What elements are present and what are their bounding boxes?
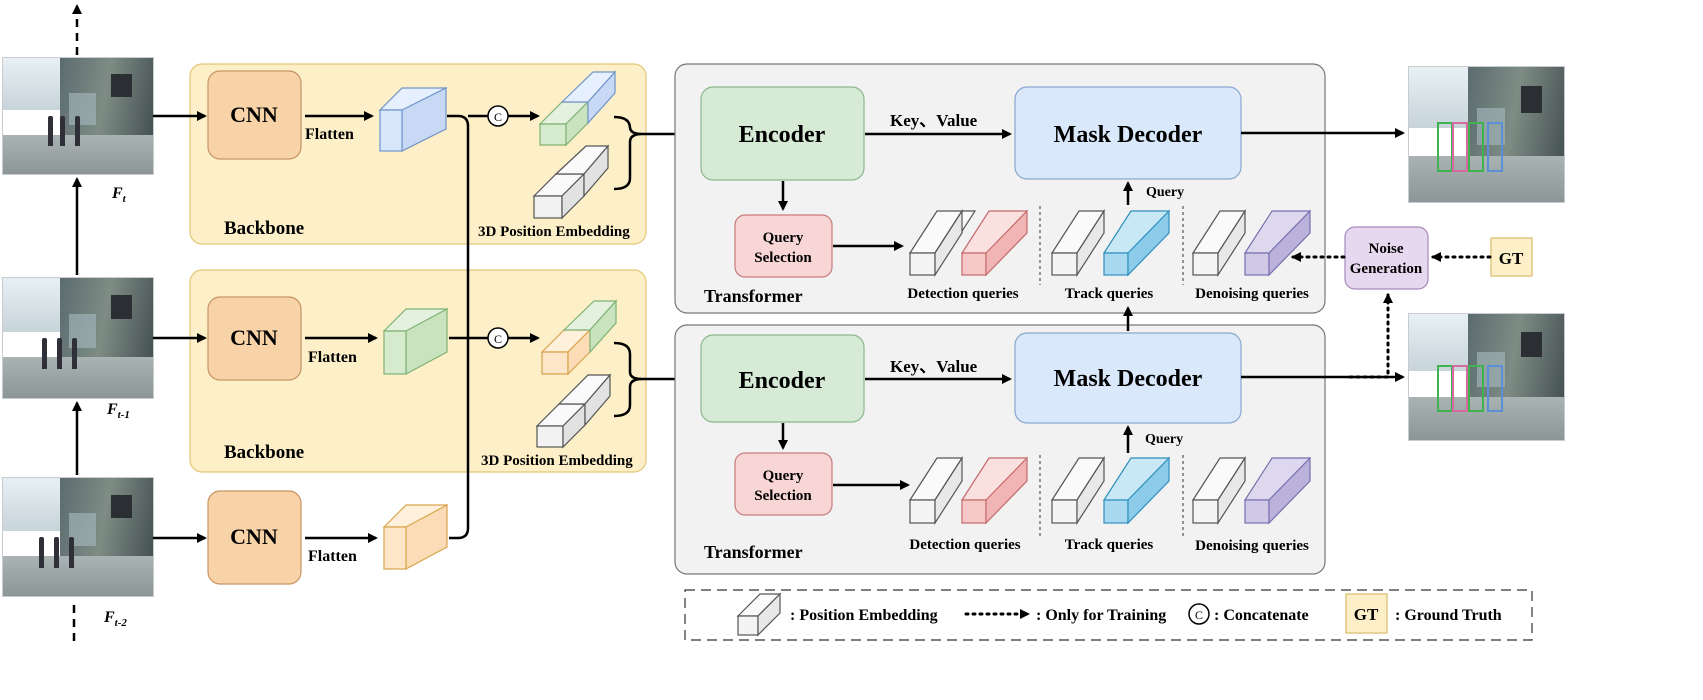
backbone-panel-top bbox=[189, 63, 647, 245]
gt-label: GT bbox=[1499, 249, 1524, 268]
frame-label-t-1: Ft-1 bbox=[106, 401, 130, 421]
feature-cube-green-mid bbox=[382, 307, 449, 376]
legend-gt-symbol: GT bbox=[1354, 605, 1379, 624]
connector-features-vertical bbox=[447, 114, 470, 540]
detection-queries-label-top: Detection queries bbox=[907, 286, 1018, 302]
denoising-queries-label-top: Denoising queries bbox=[1195, 286, 1309, 302]
noise-generation-label-2: Generation bbox=[1350, 261, 1423, 277]
track-queries-top bbox=[1050, 208, 1171, 278]
track-queries-label-top: Track queries bbox=[1065, 286, 1154, 302]
flatten-label-top: Flatten bbox=[305, 126, 354, 143]
query-selection-box-bottom bbox=[734, 452, 833, 516]
legend-concat-symbol: C bbox=[1195, 608, 1203, 622]
encoder-box-top bbox=[700, 86, 865, 181]
key-value-label-bottom: Key、Value bbox=[890, 357, 978, 376]
encoder-label-top: Encoder bbox=[739, 122, 826, 148]
detection-queries-bottom bbox=[908, 455, 1029, 526]
detection-queries-label-bottom: Detection queries bbox=[909, 537, 1020, 553]
output-frame-bottom bbox=[1408, 313, 1565, 441]
decoder-label-top: Mask Decoder bbox=[1054, 122, 1203, 148]
legend-ground-truth-label: : Ground Truth bbox=[1395, 607, 1502, 624]
cnn-label-bottom: CNN bbox=[230, 524, 278, 549]
concat-symbol-mid: C bbox=[494, 332, 502, 346]
query-selection-label-bottom-2: Selection bbox=[754, 488, 812, 504]
track-queries-bottom bbox=[1050, 455, 1171, 526]
transformer-label-top: Transformer bbox=[704, 286, 803, 306]
cnn-box-mid bbox=[207, 296, 302, 381]
legend-position-embedding-icon bbox=[736, 592, 782, 637]
frame-image-t-2 bbox=[2, 477, 154, 597]
query-selection-label-bottom-1: Query bbox=[763, 468, 804, 484]
cnn-label-mid: CNN bbox=[230, 325, 278, 350]
cnn-box-top bbox=[207, 70, 302, 160]
legend-box bbox=[684, 589, 1533, 641]
concat-symbol-top: C bbox=[494, 110, 502, 124]
noise-generation-box bbox=[1344, 226, 1429, 290]
legend-only-training-label: : Only for Training bbox=[1036, 607, 1166, 624]
frame-image-t-1 bbox=[2, 277, 154, 399]
flatten-label-bottom: Flatten bbox=[308, 548, 357, 565]
cnn-label-top: CNN bbox=[230, 102, 278, 127]
denoising-queries-label-bottom: Denoising queries bbox=[1195, 538, 1309, 554]
encoder-label-bottom: Encoder bbox=[739, 368, 826, 394]
output-frame-top bbox=[1408, 66, 1565, 203]
track-queries-label-bottom: Track queries bbox=[1065, 537, 1154, 553]
feature-cube-orange-bottom bbox=[382, 503, 449, 571]
frame-image-t bbox=[2, 57, 154, 175]
query-selection-box-top bbox=[734, 214, 833, 278]
position-embedding-label-top: 3D Position Embedding bbox=[478, 224, 630, 240]
denoising-queries-top bbox=[1191, 208, 1312, 278]
encoder-box-bottom bbox=[700, 334, 865, 423]
query-selection-label-top-1: Query bbox=[763, 230, 804, 246]
backbone-label-top: Backbone bbox=[224, 218, 304, 239]
frame-label-t: Ft bbox=[111, 185, 127, 205]
key-value-label-top: Key、Value bbox=[890, 111, 978, 130]
concat-cube-top bbox=[538, 70, 617, 147]
query-selection-label-top-2: Selection bbox=[754, 250, 812, 266]
concat-cube-mid bbox=[540, 299, 618, 376]
query-label-bottom: Query bbox=[1145, 432, 1183, 447]
gt-box bbox=[1490, 237, 1533, 277]
legend-gt-box bbox=[1345, 593, 1388, 634]
feature-cube-blue-top bbox=[378, 87, 448, 152]
frame-label-t-2: Ft-2 bbox=[103, 609, 127, 629]
position-embedding-label-bottom: 3D Position Embedding bbox=[481, 453, 633, 469]
legend-concat-icon bbox=[1188, 603, 1210, 625]
legend-position-embedding-label: : Position Embedding bbox=[790, 607, 938, 624]
backbone-label-bottom: Backbone bbox=[224, 442, 304, 463]
denoising-queries-bottom bbox=[1191, 455, 1312, 526]
detection-queries-top bbox=[908, 208, 1029, 278]
noise-generation-label-1: Noise bbox=[1369, 241, 1404, 257]
transformer-label-bottom: Transformer bbox=[704, 542, 803, 562]
backbone-panel-bottom bbox=[189, 269, 647, 473]
cnn-box-bottom bbox=[207, 490, 302, 585]
position-cube-mid bbox=[535, 373, 612, 449]
arrow-decoder-to-noise bbox=[1348, 293, 1393, 379]
flatten-label-mid: Flatten bbox=[308, 349, 357, 366]
position-cube-top bbox=[532, 144, 610, 220]
query-label-top: Query bbox=[1146, 185, 1184, 200]
legend-concatenate-label: : Concatenate bbox=[1214, 607, 1309, 624]
decoder-label-bottom: Mask Decoder bbox=[1054, 366, 1203, 392]
